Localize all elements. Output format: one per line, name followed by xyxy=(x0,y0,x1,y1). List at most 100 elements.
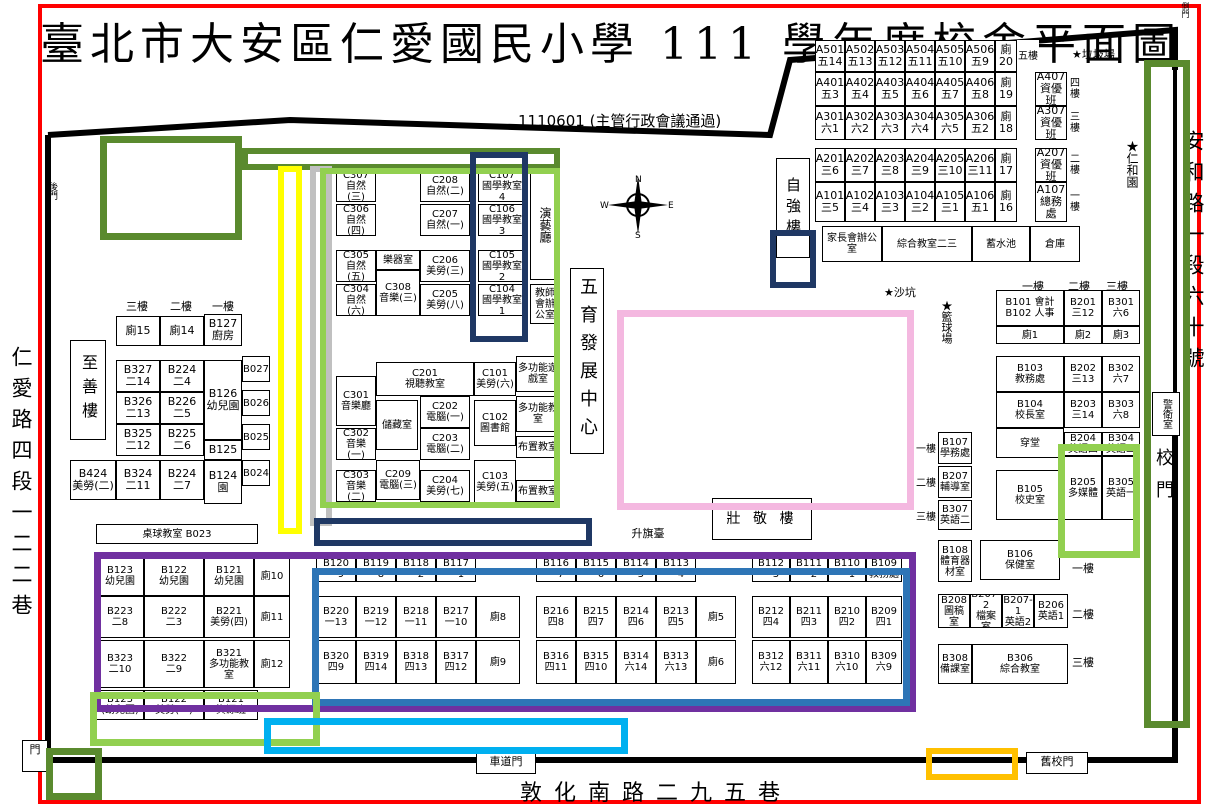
room-b122-low: B122 美勞(一) xyxy=(144,690,204,720)
street-right: 安和路一段六十號 xyxy=(1181,130,1205,378)
room-b120: B120 一9 xyxy=(316,556,356,582)
room-b306: B306 綜合教室 xyxy=(972,644,1068,684)
right-side-2f: 二樓 xyxy=(1072,608,1094,621)
room-c205: C205 美勞(八) xyxy=(420,284,470,316)
toilet-6: 廁6 xyxy=(696,640,736,684)
room-b224a: B224 二4 xyxy=(160,360,204,392)
map-subtitle: 1110601 (主管行政會議通過) xyxy=(518,112,722,130)
parking-label: ★停車場 xyxy=(748,702,787,713)
compass-icon: N W E S xyxy=(600,175,674,238)
right-header-1f: 一樓 xyxy=(1022,280,1044,293)
room-c304: C304 自然(六) xyxy=(336,284,376,316)
zhuangjing-building: 壯 敬 樓 xyxy=(712,498,812,540)
room-b312: B312 六12 xyxy=(752,640,790,684)
room-b323: B323 二10 xyxy=(96,640,144,688)
room-a303: A303 六3 xyxy=(875,106,905,140)
room-a104: A104 三2 xyxy=(905,182,935,222)
room-b309: B309 六9 xyxy=(866,640,902,684)
room-a304: A304 六4 xyxy=(905,106,935,140)
toilet-1: 廁1 xyxy=(996,326,1064,344)
room-b313: B313 六13 xyxy=(656,640,696,684)
toilet-19: 廁 19 xyxy=(995,72,1017,106)
room-b203: B203 三14 xyxy=(1064,392,1102,428)
room-a305: A305 六5 xyxy=(935,106,965,140)
room-b301: B301 六6 xyxy=(1102,290,1140,326)
sandpit-label: ★沙坑 xyxy=(884,286,916,299)
room-a203: A203 三8 xyxy=(875,148,905,182)
room-b424: B424 美勞(二) xyxy=(70,460,116,500)
room-b310: B310 六10 xyxy=(828,640,866,684)
room-c303: C303 音樂(二) xyxy=(336,470,376,502)
room-a503: A503 五12 xyxy=(875,40,905,72)
room-a202: A202 三7 xyxy=(845,148,875,182)
room-b321: B321 多功能教室 xyxy=(204,640,254,688)
room-c301: C301 音樂廳 xyxy=(336,376,376,426)
room-b103: B103 教務處 xyxy=(996,356,1064,392)
room-c204: C204 美勞(七) xyxy=(420,470,470,502)
room-b119: B119 一8 xyxy=(356,556,396,582)
room-c206: C206 美勞(三) xyxy=(420,250,470,282)
room-a107: A107 總務處 xyxy=(1035,182,1067,222)
room-b212: B212 四4 xyxy=(752,596,790,638)
side-gate-label: 側門 xyxy=(1181,2,1190,18)
room-a206: A206 三11 xyxy=(965,148,995,182)
toilet-12: 廁12 xyxy=(254,640,290,688)
room-b210: B210 四2 xyxy=(828,596,866,638)
room-a501: A501 五14 xyxy=(815,40,845,72)
room-c101: C101 美勞(六) xyxy=(474,362,516,396)
header-3f: 三樓 xyxy=(126,300,148,313)
room-a406: A406 五8 xyxy=(965,72,995,106)
room-b208: B208 圖稿室 xyxy=(938,594,970,628)
svg-text:S: S xyxy=(635,231,641,238)
bottom-row-3: B323 二10 B322 二9 B321 多功能教室 廁12 B320 四9 … xyxy=(96,640,906,688)
room-a505: A505 五10 xyxy=(935,40,965,72)
room-c209: C209 電腦(三) xyxy=(376,460,420,500)
room-b302: B302 六7 xyxy=(1102,356,1140,392)
room-b116: B116 一7 xyxy=(536,556,576,582)
room-b112: B112 一3 xyxy=(752,556,790,582)
toilet-11: 廁11 xyxy=(254,596,290,638)
room-b127: B127 廚房 xyxy=(204,314,242,346)
room-a404: A404 五6 xyxy=(905,72,935,106)
room-b110: B110 一1 xyxy=(828,556,866,582)
street-bottom: 敦化南路二九五巷 xyxy=(520,781,793,806)
room-a207: A207 資優班 xyxy=(1035,148,1067,182)
toilet-18: 廁 18 xyxy=(995,106,1017,140)
room-c207: C207 自然(一) xyxy=(420,204,470,236)
room-b124: B124 園 xyxy=(204,460,242,504)
room-b319: B319 四14 xyxy=(356,640,396,684)
room-b024: B024 xyxy=(242,460,270,486)
room-layout-2: 布置教室 xyxy=(516,480,560,502)
room-c201: C201 視聽教室 xyxy=(376,362,474,396)
room-b111: B111 一2 xyxy=(790,556,828,582)
ziqiang-building: 自強樓 xyxy=(776,158,810,258)
wuyu-center: 五育發展中心 xyxy=(570,268,604,454)
room-b122: B122 幼兒園 xyxy=(144,556,204,596)
room-b107: B107 學務處 xyxy=(938,432,972,464)
room-b108: B108 體育器材室 xyxy=(938,540,972,582)
room-a506: A506 五9 xyxy=(965,40,995,72)
room-c102: C102 圖書館 xyxy=(474,400,516,446)
a-wing: A501 五14 A502 五13 A503 五12 A504 五11 A505… xyxy=(815,40,1083,240)
room-b027: B027 xyxy=(242,356,270,382)
bottom-row-1: B123 幼兒園 B122 幼兒園 B121 幼兒園 廁10 B120 一9 B… xyxy=(96,556,906,596)
room-b202: B202 三13 xyxy=(1064,356,1102,392)
room-b220: B220 一13 xyxy=(316,596,356,638)
room-theater: 演藝廳 xyxy=(530,170,560,280)
room-c106: C106 國學教室3 xyxy=(478,204,526,236)
toilet-15: 廁15 xyxy=(116,316,160,346)
room-b215: B215 四7 xyxy=(576,596,616,638)
room-b121-low: B121 資源班 xyxy=(204,690,258,720)
c-side-2f: 二樓 xyxy=(916,478,936,489)
room-multi-class: 多功能教室 xyxy=(516,396,560,432)
room-b207-2: B207-2 檔案室 xyxy=(970,594,1002,628)
room-b207-1: B207-1 英語2 xyxy=(1002,594,1034,628)
room-a204: A204 三9 xyxy=(905,148,935,182)
room-a302: A302 六2 xyxy=(845,106,875,140)
room-b204: B204 英語四 xyxy=(1064,432,1102,456)
room-b214: B214 四6 xyxy=(616,596,656,638)
room-c208: C208 自然(二) xyxy=(420,170,470,202)
room-b115: B115 一6 xyxy=(576,556,616,582)
room-c306: C306 自然(四) xyxy=(336,204,376,236)
room-pingpong: 桌球教室 B023 xyxy=(96,524,258,544)
